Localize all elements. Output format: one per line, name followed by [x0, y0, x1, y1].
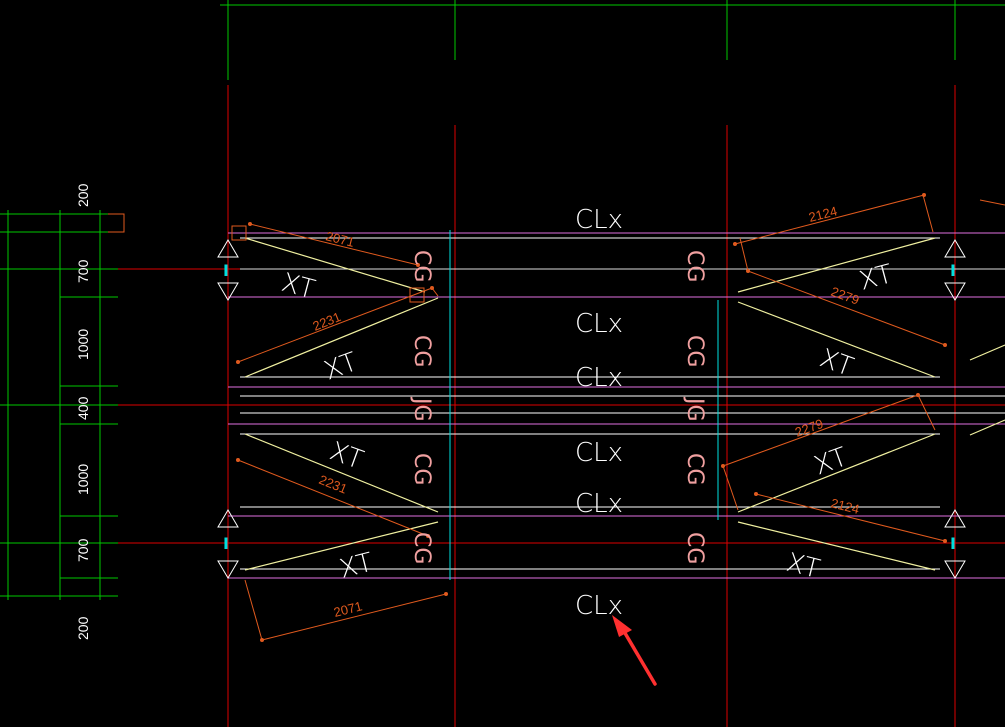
white-beam-edges: [240, 237, 1005, 570]
brace-dimension-lines: [237, 194, 1005, 641]
left-dimension-labels: 200 700 1000 400 1000 700 200: [75, 183, 91, 640]
column-tag: JG: [682, 396, 707, 422]
brace-label: XT: [326, 436, 368, 476]
brace-label: XT: [783, 548, 823, 585]
beam-label: CLx: [575, 438, 623, 468]
beam-name-labels: CLx CLx CLx CLx CLx CLx: [575, 205, 623, 621]
brace-length-label: 2124: [807, 203, 839, 225]
brace-end-marker-2: [231, 225, 247, 241]
support-mark: I: [950, 261, 956, 280]
brace-dimension-ticks: [236, 193, 947, 642]
dim-label-2: 700: [75, 259, 91, 283]
brace-length-label: 2231: [311, 309, 343, 334]
dim-label-5: 1000: [75, 464, 91, 495]
brace-length-label: 2071: [324, 228, 356, 250]
brace-length-label: 2279: [829, 284, 861, 308]
beam-lines: [228, 232, 1005, 579]
dim-label-3: 1000: [75, 329, 91, 360]
cyan-column-lines: [449, 230, 719, 580]
left-dimension-chain: [0, 210, 118, 600]
beam-label: CLx: [575, 363, 623, 393]
column-tag: CG: [682, 532, 707, 564]
column-tag: CG: [409, 532, 434, 564]
brace-lines: [244, 237, 1005, 571]
support-mark: I: [223, 261, 229, 280]
brace-end-marker: [409, 287, 425, 303]
support-mark: I: [223, 534, 229, 553]
dim-label-1: 200: [75, 183, 91, 207]
brace-length-label: 2124: [829, 495, 861, 517]
brace-length-label: 2231: [317, 472, 349, 497]
column-tag: CG: [409, 335, 434, 367]
support-marks: I I I I: [223, 261, 956, 553]
column-tag: CG: [409, 250, 434, 282]
brace-length-label: 2071: [332, 598, 364, 620]
brace-label: XT: [336, 548, 376, 585]
column-tag: CG: [682, 453, 707, 485]
brace-label: XT: [856, 259, 896, 297]
brace-length-labels: 2071 2231 2231 2071 2124 2279 2279 2124: [311, 203, 862, 620]
dim-label-7: 200: [75, 616, 91, 640]
top-grid-lines: [220, 0, 1005, 80]
dim-label-4: 400: [75, 396, 91, 420]
vertical-axis-lines: [227, 85, 956, 727]
column-tag: CG: [682, 335, 707, 367]
annotation-arrow: [612, 615, 657, 686]
brace-label: XT: [320, 347, 362, 387]
dimension-marker: [108, 213, 125, 233]
beam-label: CLx: [575, 309, 623, 339]
beam-label: CLx: [575, 205, 623, 235]
support-symbols: [217, 239, 966, 579]
brace-label: XT: [810, 442, 852, 482]
beam-label: CLx: [575, 591, 623, 621]
brace-label: XT: [278, 268, 318, 306]
support-mark: I: [950, 534, 956, 553]
column-tag: CG: [409, 453, 434, 485]
beam-label: CLx: [575, 489, 623, 519]
brace-length-label: 2279: [793, 416, 825, 440]
column-tag: CG: [682, 250, 707, 282]
dim-label-6: 700: [75, 538, 91, 562]
column-tag: JG: [409, 396, 434, 422]
column-tag-labels: CG CG JG CG CG CG CG JG CG CG: [409, 250, 707, 564]
